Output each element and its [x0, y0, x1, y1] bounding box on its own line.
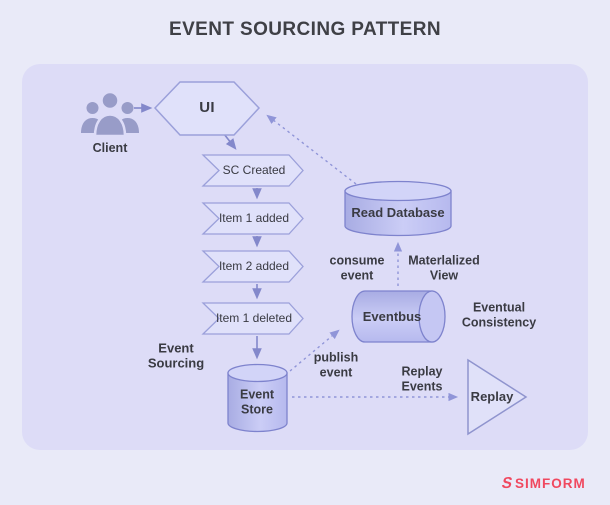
publish-event-label: publish event — [313, 350, 359, 380]
event-chevron-label: SC Created — [222, 162, 286, 177]
materialized-view-label: Materlalized View — [408, 253, 480, 283]
arrow-readdb-to-ui — [266, 114, 357, 185]
ui-hexagon — [153, 81, 261, 136]
event-chevron-2 — [201, 202, 304, 235]
simform-logo-text: SIMFORM — [515, 475, 586, 491]
event-store-cylinder — [227, 363, 288, 433]
arrow-store-to-eventbus — [289, 329, 340, 372]
replay-triangle — [467, 358, 528, 436]
replay-events-label: Replay Events — [401, 364, 443, 394]
page-title: EVENT SOURCING PATTERN — [169, 19, 441, 40]
event-chevron-label: Item 2 added — [218, 258, 290, 273]
event-chevron-1 — [201, 154, 304, 187]
read-database-cylinder — [344, 180, 452, 237]
replay-label: Replay — [470, 388, 514, 404]
arrow-ui-to-event-1 — [223, 133, 237, 150]
event-chevron-label: Item 1 deleted — [215, 310, 293, 325]
simform-logo-icon: S — [500, 474, 514, 492]
consume-event-label: consume event — [329, 253, 385, 283]
eventual-consistency-label: Eventual Consistency — [461, 300, 537, 330]
event-chevron-4 — [201, 302, 304, 335]
client-icon — [81, 90, 139, 138]
simform-logo: S SIMFORM — [500, 474, 586, 492]
eventbus-label: Eventbus — [362, 308, 422, 324]
eventbus-cylinder — [351, 290, 446, 343]
event-chevron-label: Item 1 added — [218, 210, 290, 225]
event-sourcing-label: Event Sourcing — [147, 340, 205, 370]
read-database-label: Read Database — [351, 204, 445, 220]
event-chevron-3 — [201, 250, 304, 283]
ui-label: UI — [199, 98, 215, 116]
event-store-label: Event Store — [239, 387, 275, 417]
client-label: Client — [92, 140, 128, 155]
